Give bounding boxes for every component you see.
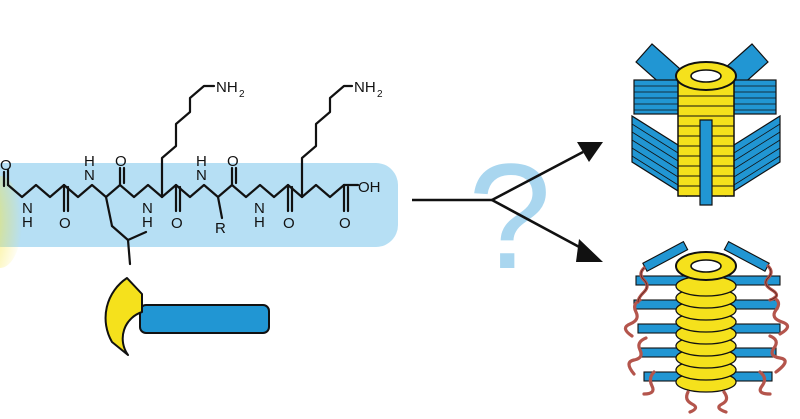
carbonyl-o-1: O — [0, 157, 12, 174]
amide-h-1: H — [22, 214, 33, 231]
amide-n-5: N — [254, 200, 265, 217]
amide-n-1: N — [22, 200, 33, 217]
acid-oh: OH — [358, 179, 381, 196]
carbonyl-o-7: O — [339, 215, 351, 232]
carbonyl-o-4: O — [171, 215, 183, 232]
carbonyl-o-2: O — [59, 215, 71, 232]
amide-n-4: N — [196, 167, 207, 184]
ordered-fiber-assembly — [631, 43, 781, 206]
lysine-amine-2-subscript: 2 — [377, 89, 383, 100]
yellow-glow — [0, 176, 22, 268]
blue-tail — [139, 304, 270, 334]
amide-n-2: N — [84, 167, 95, 184]
carbonyl-o-3: O — [115, 153, 127, 170]
question-mark: ? — [468, 132, 551, 300]
branch-arrows — [412, 142, 603, 262]
amide-h-2: H — [84, 153, 95, 170]
arrowhead-up — [577, 142, 603, 162]
amide-h-3: H — [142, 214, 153, 231]
amide-h-4: H — [196, 153, 207, 170]
yellow-head — [104, 277, 143, 356]
arrowhead-down — [576, 239, 603, 262]
amide-n-3: N — [142, 200, 153, 217]
amphiphile-schematic — [104, 277, 270, 356]
lysine-amine-2: NH — [354, 79, 376, 96]
lysine-amine-1: NH — [216, 79, 238, 96]
carbonyl-o-5: O — [227, 153, 239, 170]
carbonyl-o-6: O — [283, 215, 295, 232]
disordered-fiber-assembly — [623, 240, 790, 414]
r-group: R — [215, 220, 226, 237]
peptide-structure: O N H O N H O N H O N H O R N H O O OH N… — [0, 79, 383, 266]
peptide-highlight-band — [0, 163, 398, 247]
amide-h-5: H — [254, 214, 265, 231]
lysine-amine-1-subscript: 2 — [239, 89, 245, 100]
